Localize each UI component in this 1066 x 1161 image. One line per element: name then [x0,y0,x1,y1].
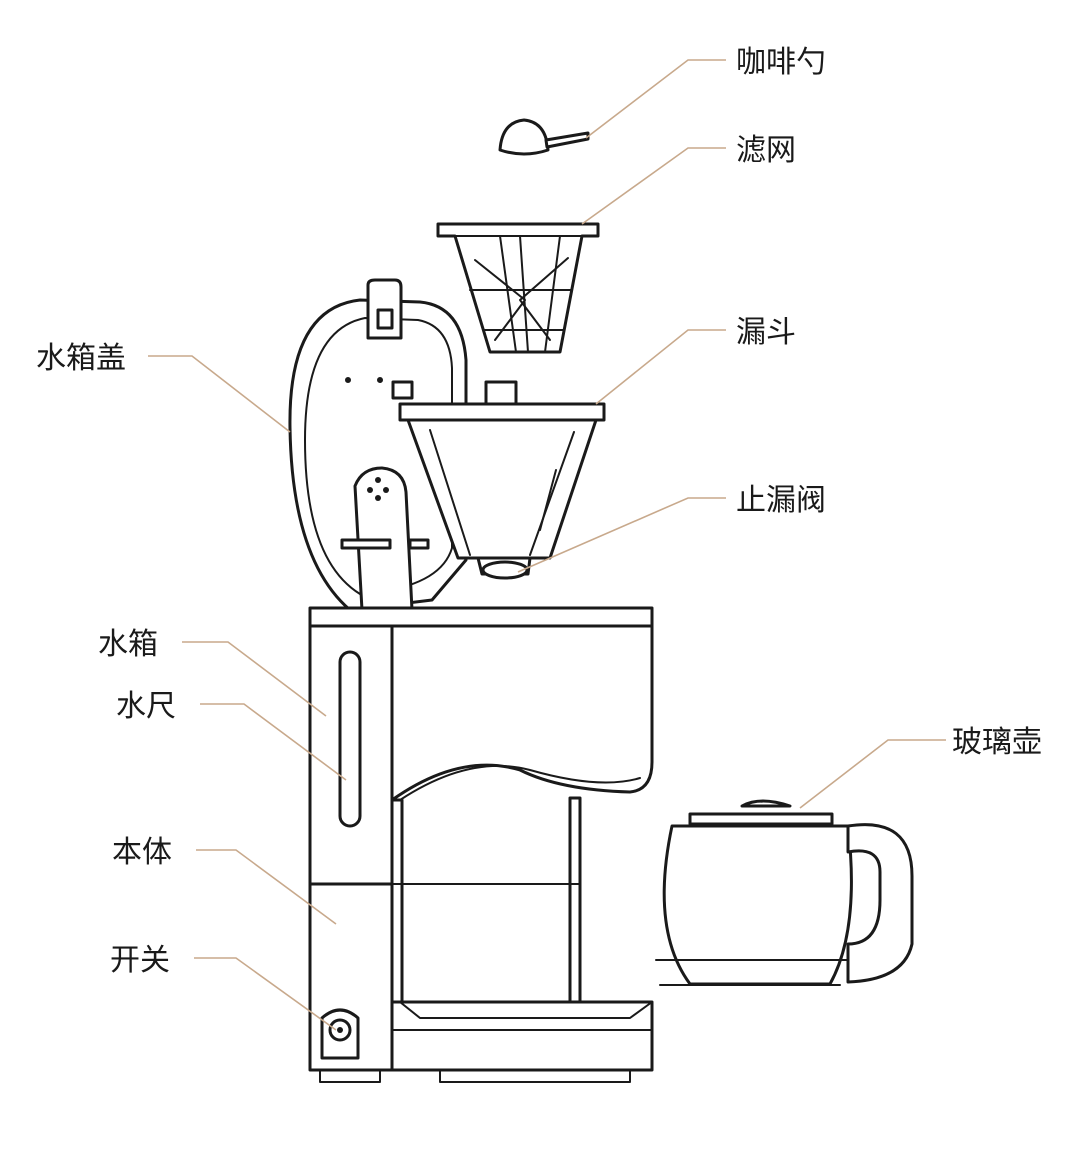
leader-funnel [595,329,726,405]
glass-carafe-illustration [655,799,914,986]
drip-stop-valve-illustration [481,560,529,580]
label-power-switch: 开关 [110,943,170,978]
leader-coffee-spoon [585,59,726,139]
leader-water-tank [182,641,327,717]
water-tank-lid-illustration [288,278,468,612]
label-water-gauge: 水尺 [116,689,176,724]
label-water-tank-lid: 水箱盖 [36,341,126,376]
power-switch-illustration [320,1008,360,1060]
coffee-spoon-illustration [498,118,590,156]
filter-mesh-illustration [436,222,600,354]
label-main-body: 本体 [112,835,172,870]
label-drip-stop-valve: 止漏阀 [736,483,826,518]
leader-glass-carafe [799,739,946,809]
leader-main-body [196,849,337,925]
main-body-illustration [308,606,654,1083]
leader-water-tank-lid [148,355,291,433]
label-filter-mesh: 滤网 [736,133,796,168]
leader-lines [148,59,946,1031]
leader-water-gauge [200,703,347,781]
label-funnel: 漏斗 [736,315,796,350]
leader-filter-mesh [581,147,726,225]
label-water-tank: 水箱 [98,627,158,662]
leader-power-switch [194,957,337,1031]
shower-arm-illustration [340,466,430,612]
label-glass-carafe: 玻璃壶 [952,725,1042,760]
leader-drip-stop-valve [517,497,726,573]
funnel-illustration [398,380,606,576]
label-coffee-spoon: 咖啡勺 [736,45,826,80]
part-labels: 咖啡勺 滤网 漏斗 止漏阀 水箱盖 水箱 水尺 本体 开关 玻璃壶 [36,45,1042,978]
